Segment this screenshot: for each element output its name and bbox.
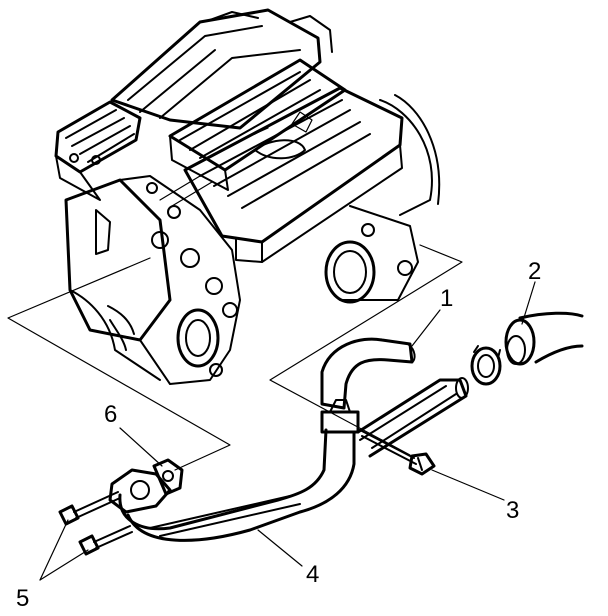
upper-coolant-hose-icon	[320, 337, 416, 410]
leader-line-1	[411, 309, 441, 347]
callout-6: 6	[104, 401, 117, 428]
callout-1: 1	[440, 285, 453, 312]
leader-line-4	[257, 529, 303, 567]
callout-5: 5	[16, 585, 29, 612]
callout-3: 3	[506, 497, 519, 524]
leader-line-6	[119, 427, 163, 467]
leader-line-5a	[39, 519, 69, 581]
mounting-bolts-icon	[58, 491, 133, 556]
callout-labels: 1 2 3 4 5 6	[16, 258, 541, 612]
radiator-hose-end-icon	[470, 311, 584, 386]
callout-2: 2	[528, 258, 541, 285]
coolant-pipe-icon	[118, 377, 469, 542]
callout-4: 4	[306, 561, 319, 588]
leader-lines	[39, 281, 536, 581]
leader-line-5b	[39, 549, 89, 581]
leader-line-2	[521, 281, 536, 325]
bolt-icon	[359, 429, 436, 476]
leader-line-3	[431, 469, 505, 501]
engine-block-illustration	[7, 8, 463, 471]
